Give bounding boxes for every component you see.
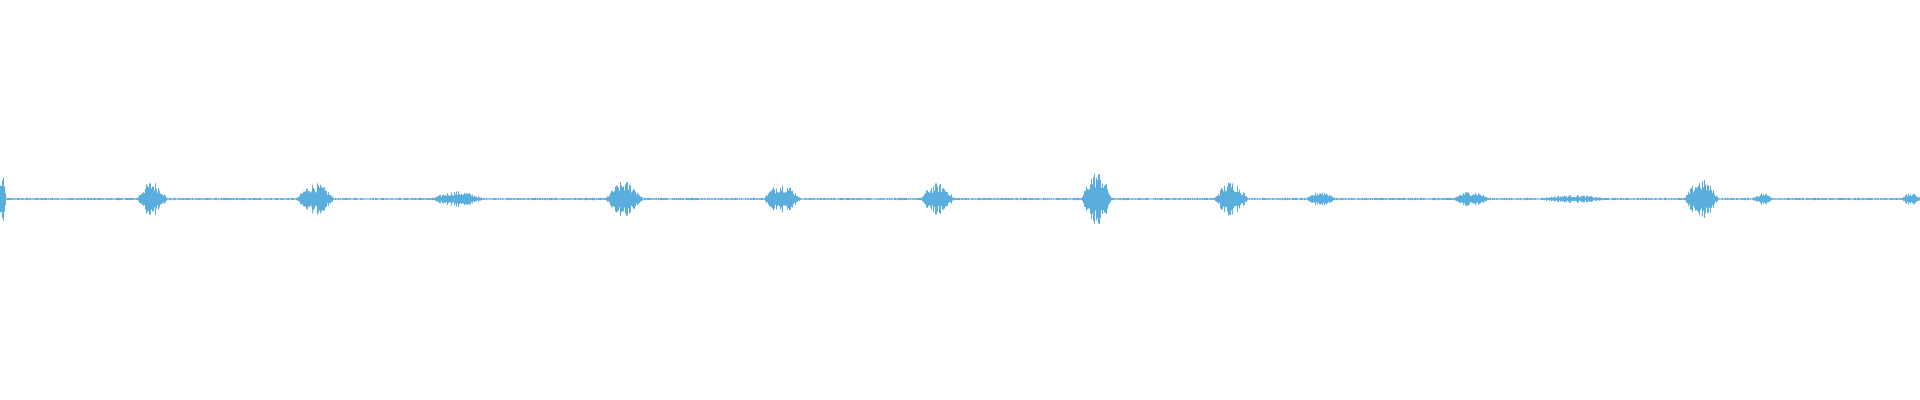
waveform-trace (0, 173, 1920, 225)
